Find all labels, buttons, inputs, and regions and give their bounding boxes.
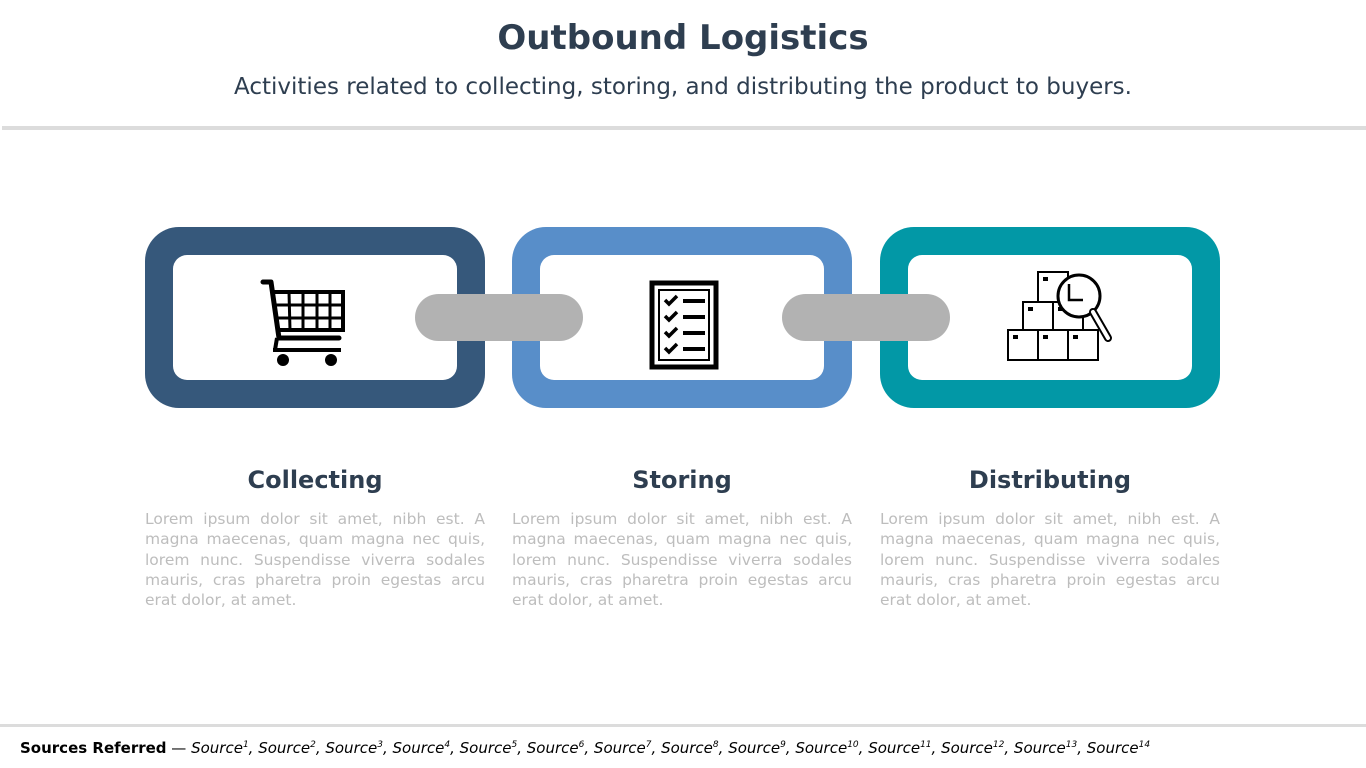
sources-separator: —	[166, 739, 192, 757]
source-reference: Source1	[191, 739, 249, 757]
sources-footer: Sources Referred — Source1, Source2, Sou…	[20, 739, 1150, 757]
source-reference: Source14	[1086, 739, 1151, 757]
sources-list: Source1, Source2, Source3, Source4, Sour…	[191, 739, 1151, 757]
source-reference: Source2	[258, 739, 316, 757]
step-title-storing: Storing	[632, 466, 732, 494]
footer-divider	[0, 724, 1366, 727]
source-reference: Source3	[325, 739, 383, 757]
source-reference: Source4	[392, 739, 451, 757]
step-title-distributing: Distributing	[968, 466, 1132, 494]
chain-connector	[415, 294, 583, 341]
source-reference: Source11	[868, 739, 932, 757]
step-description-distributing: Lorem ipsum dolor sit amet, nibh est. A …	[880, 510, 1220, 610]
source-reference: Source8	[661, 739, 719, 757]
step-description-collecting: Lorem ipsum dolor sit amet, nibh est. A …	[145, 510, 485, 610]
source-reference: Source12	[941, 739, 1005, 757]
page-title: Outbound Logistics	[497, 18, 869, 58]
source-reference: Source13	[1013, 739, 1078, 757]
chain-connector	[782, 294, 950, 341]
shopping-cart-icon	[260, 279, 345, 366]
step-title-collecting: Collecting	[247, 466, 383, 494]
source-reference: Source9	[728, 739, 786, 757]
source-reference: Source10	[795, 739, 859, 757]
step-description-storing: Lorem ipsum dolor sit amet, nibh est. A …	[512, 510, 852, 610]
source-reference: Source6	[526, 739, 585, 757]
sources-label: Sources Referred	[20, 739, 167, 757]
checklist-icon	[649, 280, 719, 370]
source-reference: Source7	[593, 739, 652, 757]
boxes-search-icon	[1007, 271, 1112, 361]
source-reference: Source5	[459, 739, 518, 757]
page-subtitle: Activities related to collecting, storin…	[234, 74, 1132, 100]
header-divider	[2, 126, 1366, 130]
